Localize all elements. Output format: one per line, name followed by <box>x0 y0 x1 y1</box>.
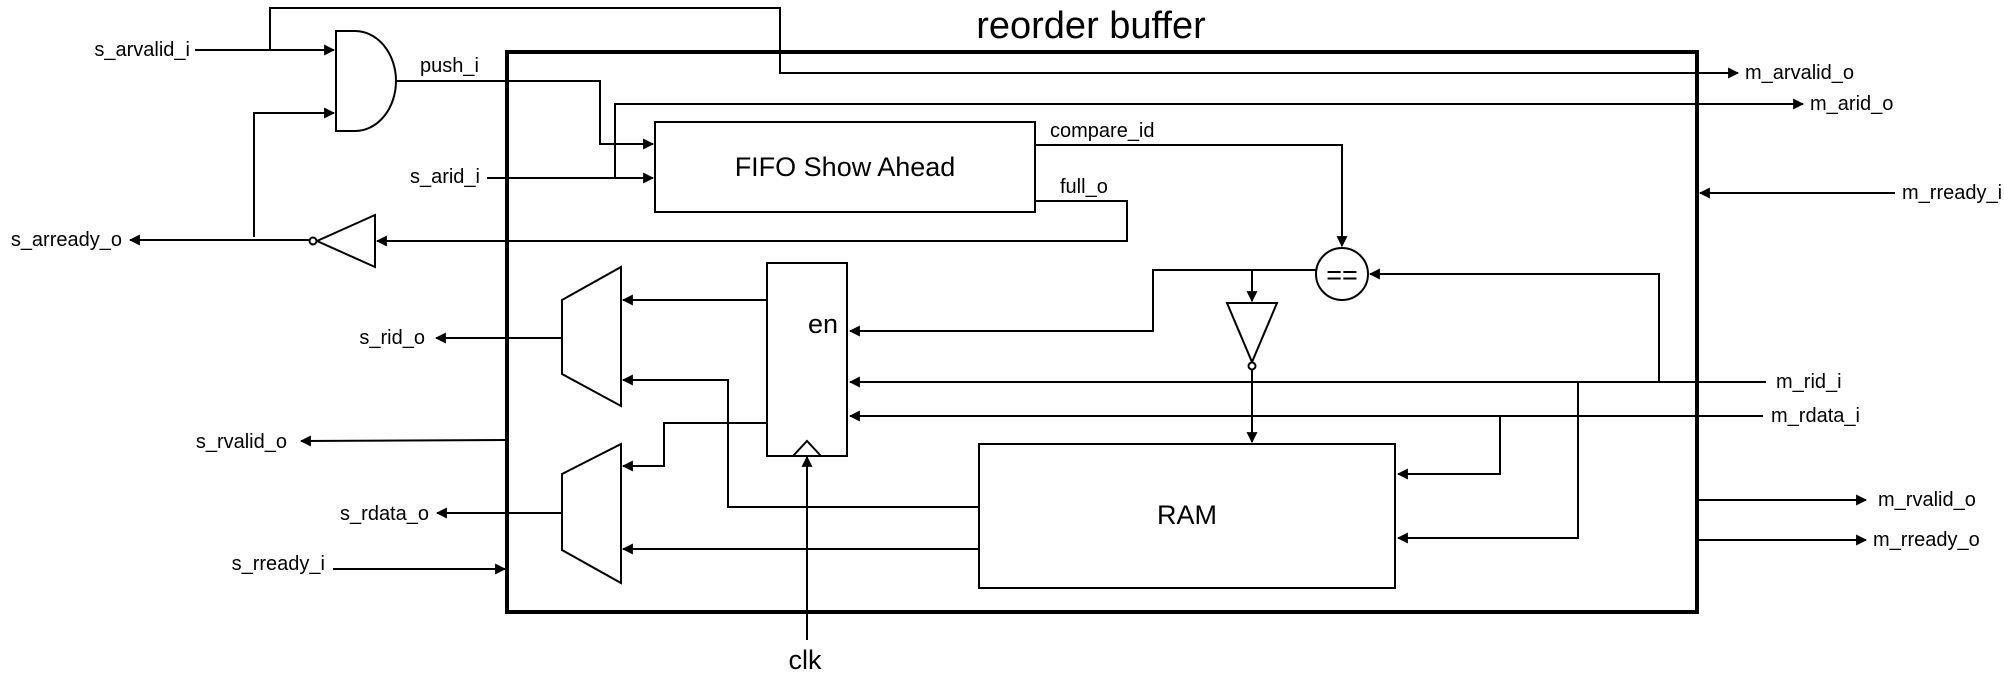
and-gate <box>335 30 397 132</box>
inverter-enable <box>1225 302 1279 371</box>
wire-s-rvalid <box>299 435 508 447</box>
label-s-rready-i: s_rready_i <box>232 553 325 575</box>
wire-m-rdata-to-ram <box>1396 416 1501 480</box>
module-frame <box>505 50 1699 614</box>
fifo-show-ahead: FIFO Show Ahead <box>654 121 1036 213</box>
label-m-rvalid-o: m_rvalid_o <box>1878 489 1976 511</box>
mux-rid <box>561 265 622 408</box>
mux-rdata <box>561 442 622 585</box>
label-compare-id: compare_id <box>1050 120 1155 142</box>
ram-block: RAM <box>978 443 1396 589</box>
label-push-i: push_i <box>420 55 479 77</box>
label-s-rdata-o: s_rdata_o <box>340 503 429 525</box>
label-s-arid-i: s_arid_i <box>410 166 480 188</box>
wire-reg-to-mux-rdata <box>621 422 767 472</box>
label-m-rid-i: m_rid_i <box>1776 371 1842 393</box>
register-en-label: en <box>808 309 838 339</box>
label-m-arid-o: m_arid_o <box>1810 93 1893 115</box>
label-m-rready-i: m_rready_i <box>1902 182 2002 204</box>
wire-m-arvalid <box>269 7 1740 79</box>
label-clk: clk <box>789 645 822 675</box>
label-m-rdata-i: m_rdata_i <box>1771 405 1860 427</box>
wire-compare-id <box>1035 144 1348 248</box>
wire-compare-to-en <box>848 269 1316 337</box>
comparator: == <box>1315 247 1369 301</box>
label-s-arready-o: s_arready_o <box>11 229 122 251</box>
label-s-rid-o: s_rid_o <box>359 327 425 349</box>
wire-push <box>396 80 655 150</box>
wire-m-rid-to-ram <box>1396 382 1579 544</box>
register-en: en <box>766 262 848 457</box>
ram-label: RAM <box>1157 500 1217 530</box>
wire-m-arid <box>614 98 1805 178</box>
label-m-rready-o: m_rready_o <box>1873 529 1980 551</box>
wire-full <box>375 200 1128 247</box>
wire-ram-to-mux-rid <box>621 374 979 508</box>
label-s-arvalid-i: s_arvalid_i <box>94 39 190 61</box>
fifo-label: FIFO Show Ahead <box>735 152 956 182</box>
label-full-o: full_o <box>1060 176 1108 198</box>
comparator-label: == <box>1326 260 1358 290</box>
wire-arready-to-and <box>253 107 336 237</box>
wire-m-rid-to-cmp <box>1368 268 1660 382</box>
label-m-arvalid-o: m_arvalid_o <box>1745 62 1854 84</box>
label-s-rvalid-o: s_rvalid_o <box>196 431 287 453</box>
diagram-title: reorder buffer <box>976 5 1206 47</box>
inverter-arready <box>308 213 376 269</box>
